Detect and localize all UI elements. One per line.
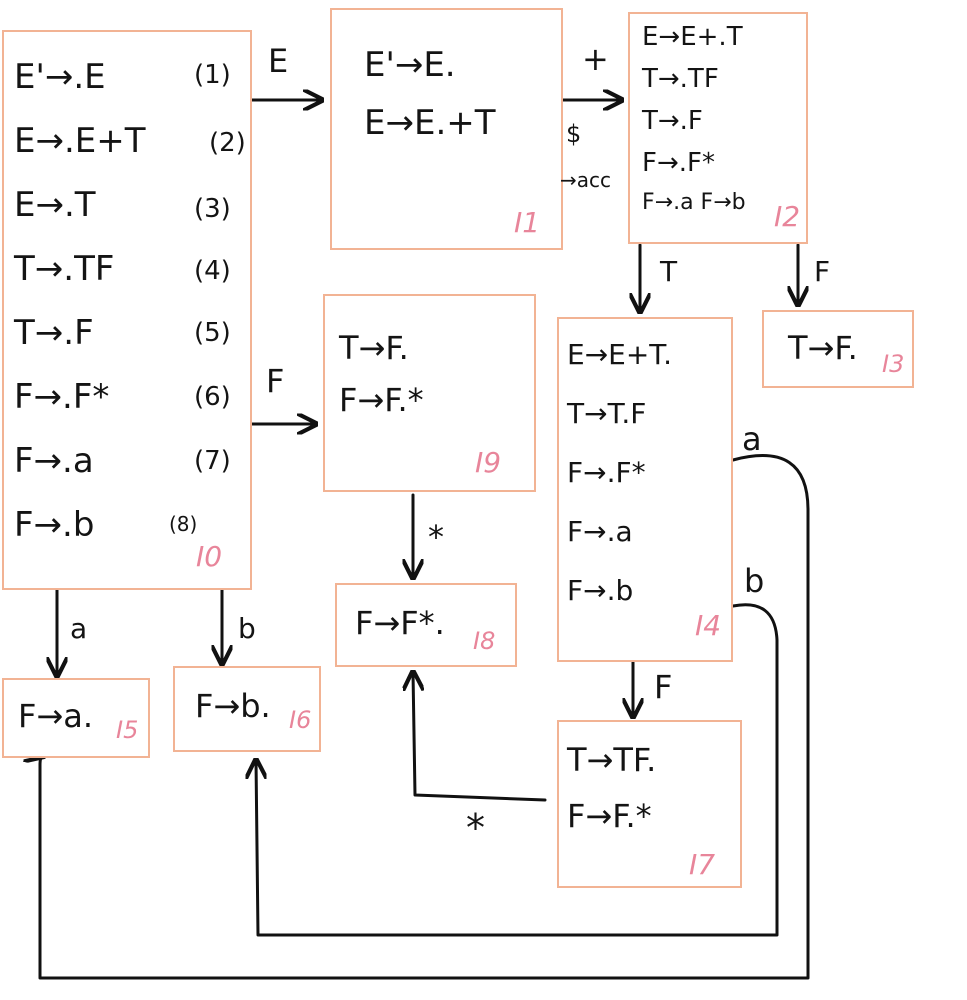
item: E→E+T. [567,338,672,371]
edge-i7-i8 [413,672,547,802]
item: E'→.E(1) [14,57,231,97]
edge-label-i2-i3: F [814,255,831,288]
state-i1: E'→E. E→E.+T I1 [330,8,563,250]
item: E→E+.T [642,22,743,52]
item: F→F.* [339,381,424,419]
item: F→b. [195,687,271,725]
edge-label-i0-i9: F [266,362,285,400]
item: E→.E+T(2) [14,121,246,161]
item: E→E.+T [364,103,496,143]
edge-label-i0-i5: a [70,612,88,645]
state-i8: F→F*. I8 [335,583,517,667]
state-label: I2 [774,200,801,233]
state-label: I1 [514,206,541,239]
edge-label-i0-i1: E [268,42,289,80]
state-label: I0 [196,540,223,573]
item: F→.a(7) [14,441,231,481]
item: F→.F* [642,148,715,178]
edge-label-i2-i4: T [660,255,678,288]
edge-label-i4-i6: b [744,562,765,600]
state-i0: E'→.E(1) E→.E+T(2) E→.T(3) T→.TF(4) T→.F… [2,30,252,590]
item: F→.a [567,515,633,548]
edge-label-i7-i8: * [466,806,485,850]
state-label: I5 [116,716,139,744]
state-i9: T→F. F→F.* I9 [323,294,536,492]
item: T→.TF(4) [14,249,231,289]
item: T→TF. [567,741,657,779]
item: F→F*. [355,604,445,642]
item: E→.T(3) [14,185,231,225]
item: T→.F(5) [14,313,231,353]
item: T→F. [788,329,858,367]
state-i4: E→E+T. T→T.F F→.F* F→.a F→.b I4 [557,317,733,662]
item: F→.F* [567,456,646,489]
state-label: I4 [695,609,722,642]
edge-label-i4-i7: F [654,668,673,706]
state-i5: F→a. I5 [2,678,150,758]
item: F→.b(8) [14,505,198,545]
item: T→F. [339,329,409,367]
state-i7: T→TF. F→F.* I7 [557,720,742,888]
state-i3: T→F. I3 [762,310,914,388]
edge-label-i4-i5: a [742,420,762,458]
state-label: I7 [689,848,716,881]
item: T→T.F [567,397,647,430]
state-label: I3 [882,350,905,378]
item: F→.b [567,574,634,607]
item: T→.F [642,106,703,136]
item: E'→E. [364,45,456,85]
edge-label-i1-i2: + [582,40,609,78]
item: F→a. [18,697,93,735]
state-label: I8 [473,627,496,655]
edge-label-i9-i8: * [428,518,444,556]
state-label: I9 [475,446,502,479]
item: F→.a F→b [642,190,746,215]
item: T→.TF [642,64,719,94]
edge-label-accept-symbol: $ [566,120,582,148]
state-label: I6 [289,706,312,734]
accept-label: →acc [560,168,612,192]
state-i6: F→b. I6 [173,666,321,752]
edge-i4-i6 [256,603,779,937]
item: F→F.* [567,797,652,835]
state-i2: E→E+.T T→.TF T→.F F→.F* F→.a F→b I2 [628,12,808,244]
item: F→.F*(6) [14,377,231,417]
edge-label-i0-i6: b [238,612,256,645]
